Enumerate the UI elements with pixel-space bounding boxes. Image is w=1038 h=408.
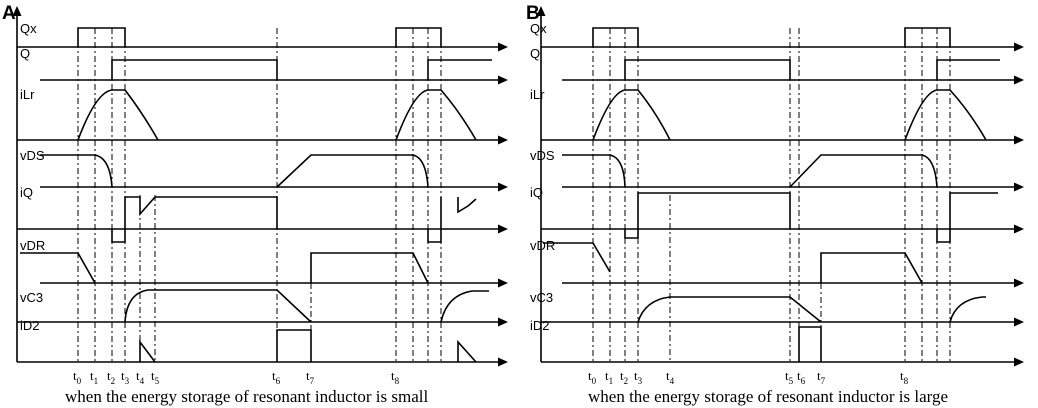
panel-a-y-axis-arrow <box>12 6 22 16</box>
panel-b-letter: B <box>526 3 540 24</box>
panel-a-label-iq: iQ <box>20 185 33 200</box>
panel-b-iq-wave-2 <box>936 192 998 243</box>
panel-a-iq-wave-2 <box>427 197 442 243</box>
panel-a-label-id2: iD2 <box>20 318 40 333</box>
panel-b-caption: when the energy storage of resonant indu… <box>588 387 948 406</box>
panel-b-label-vdr: vDR <box>530 238 555 253</box>
panel-a-waveforms <box>20 27 492 363</box>
panel-b-vds-rise <box>789 154 922 188</box>
panel-b-time-labels: t0 t1 t2 t3 t4 t5 t6 t7 t8 <box>588 368 909 386</box>
panel-a-label-vc3: vC3 <box>20 290 43 305</box>
panel-b-q-gate-2 <box>936 59 1000 80</box>
panel-a-time-label-t7: t7 <box>306 368 315 386</box>
panel-b-vc3-wave <box>637 296 822 323</box>
panel-a-id2-pulse-3 <box>457 339 477 363</box>
panel-b-vc3-wave-2 <box>949 296 986 323</box>
panel-a-caption: when the energy storage of resonant indu… <box>65 387 428 406</box>
panel-a-id2-pulse-1 <box>139 339 156 363</box>
panel-a-label-vds: vDS <box>20 148 45 163</box>
panel-a-vds-fall-1 <box>40 154 113 188</box>
panel-a-time-label-t2: t2 <box>107 368 115 386</box>
panel-a-label-vdr: vDR <box>20 238 45 253</box>
panel-b-vds-fall-2 <box>921 154 938 188</box>
panel-a-time-label-t8: t8 <box>391 368 400 386</box>
panel-b-vdr-plateau <box>820 252 923 284</box>
panel-a-vc3-wave <box>124 289 312 323</box>
panel-b-time-label-t1: t1 <box>605 368 613 386</box>
panel-a-qx-pulse-2 <box>395 27 442 47</box>
panel-b-time-label-t3: t3 <box>634 368 643 386</box>
panel-b-label-qx: Qx <box>530 21 547 36</box>
panel-b-ilr-wave-2 <box>904 89 987 141</box>
panel-b: B Qx Q iLr vDS iQ vDR vC3 iD2 <box>526 3 1024 406</box>
panel-a-q-gate <box>111 59 278 80</box>
panel-b-qx-pulse-1 <box>592 27 639 47</box>
panel-a-vc3-wave-2 <box>440 290 489 323</box>
panel-b-time-label-t5: t5 <box>785 368 794 386</box>
panel-b-waveforms <box>543 27 1000 362</box>
panel-a-ilr-wave-2 <box>395 89 477 141</box>
panel-b-id2-pulse <box>798 326 822 362</box>
panel-a-iq-wave <box>111 196 278 243</box>
panel-a-letter: A <box>2 3 16 24</box>
panel-b-label-iq: iQ <box>530 185 543 200</box>
panel-a-time-label-t4: t4 <box>136 368 145 386</box>
panel-a-iq-tail <box>457 197 477 214</box>
panel-b-vds-fall-1 <box>562 154 626 188</box>
panel-b-time-label-t2: t2 <box>620 368 628 386</box>
panel-a-time-labels: t0 t1 t2 t3 t4 t5 t6 t7 t8 <box>73 368 400 386</box>
panel-b-y-axis-arrow <box>536 6 546 16</box>
panel-a-qx-pulse-1 <box>77 27 126 47</box>
panel-a-time-label-t5: t5 <box>151 368 160 386</box>
panel-b-ilr-wave-1 <box>592 89 671 141</box>
panel-b-vdr-fall-1 <box>543 242 611 273</box>
panel-a-vdr-fall-1 <box>20 252 96 284</box>
panel-b-time-label-t8: t8 <box>900 368 909 386</box>
panel-a-vdr-plateau <box>310 252 429 284</box>
panel-a: A Qx Q iLr vDS iQ vDR vC3 iD2 <box>2 3 508 406</box>
panel-b-qx-pulse-2 <box>904 27 951 47</box>
panel-b-label-id2: iD2 <box>530 318 550 333</box>
panel-a-label-ilr: iLr <box>20 87 35 102</box>
panel-b-time-label-t6: t6 <box>797 368 806 386</box>
panel-b-time-markers <box>592 28 951 362</box>
panel-b-label-vc3: vC3 <box>530 290 553 305</box>
panel-a-time-label-t1: t1 <box>90 368 98 386</box>
panel-a-label-qx: Qx <box>20 21 37 36</box>
panel-b-iq-wave <box>624 192 791 239</box>
panel-a-q-gate-2 <box>427 59 492 80</box>
panel-b-label-ilr: iLr <box>530 87 545 102</box>
panel-a-time-label-t3: t3 <box>121 368 130 386</box>
panel-b-q-gate <box>624 59 791 80</box>
panel-b-time-label-t4: t4 <box>666 368 675 386</box>
panel-a-time-label-t0: t0 <box>73 368 82 386</box>
panel-a-time-markers <box>77 28 442 362</box>
panel-b-time-label-t7: t7 <box>817 368 826 386</box>
panel-b-label-q: Q <box>530 46 540 61</box>
panel-b-time-label-t0: t0 <box>588 368 597 386</box>
panel-b-label-vds: vDS <box>530 148 555 163</box>
panel-a-vds-fall-2 <box>412 154 429 188</box>
panel-a-ilr-wave-1 <box>77 89 159 141</box>
panel-a-id2-pulse-2 <box>276 329 312 362</box>
panel-a-label-q: Q <box>20 46 30 61</box>
panel-a-time-label-t6: t6 <box>272 368 281 386</box>
panel-a-vds-rise <box>276 154 413 188</box>
panel-a-time-axes <box>17 42 508 367</box>
